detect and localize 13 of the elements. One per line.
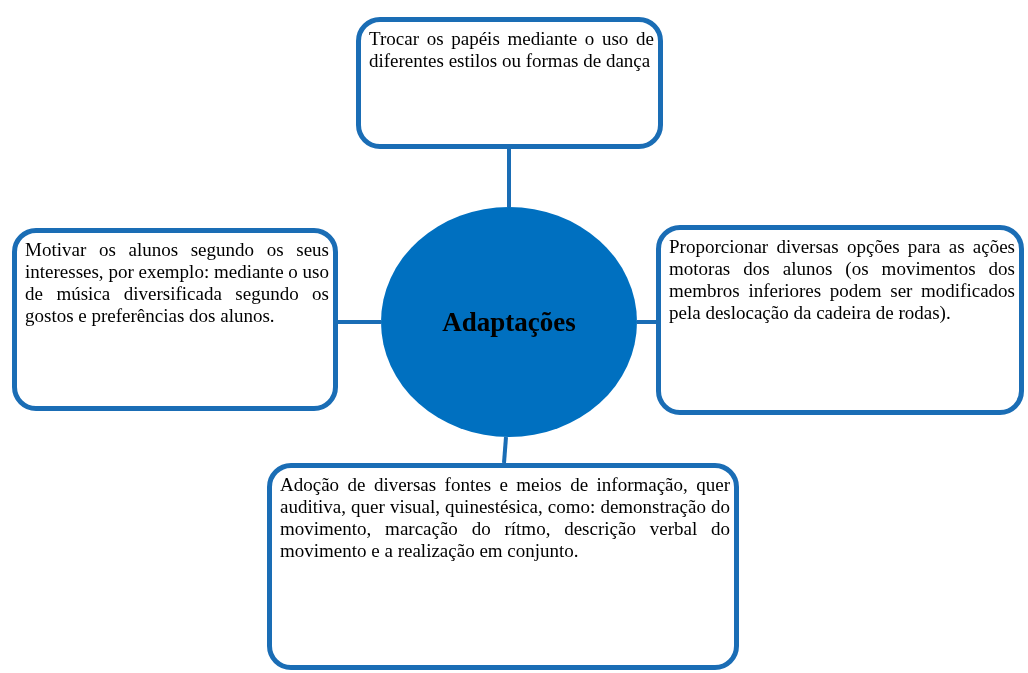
text-box bbox=[12, 228, 338, 411]
text-box bbox=[656, 225, 1024, 415]
connector-line bbox=[502, 436, 508, 464]
text-box bbox=[356, 17, 663, 149]
connector-line bbox=[338, 320, 381, 324]
text-box bbox=[267, 463, 739, 670]
center-label: Adaptações bbox=[442, 306, 576, 338]
box-text: Trocar os papéis mediante o uso de diferentes estilos ou formas de dança bbox=[369, 28, 654, 72]
box-text: Proporcionar diversas opções para as ações motoras dos alunos (os movimentos dos membros inferiores podem ser modificados pela deslocação da cadeira de rodas). bbox=[669, 236, 1015, 324]
box-text: Motivar os alunos segundo os seus interesses, por exemplo: mediante o uso de música diversificada segundo os gostos e preferências dos alunos. bbox=[25, 239, 329, 327]
box-text: Adoção de diversas fontes e meios de informação, quer auditiva, quer visual, quinestésica, como: demonstração do movimento, marcação do rítmo, descrição verbal do movimento e a realização em conjunto. bbox=[280, 474, 730, 562]
connector-line bbox=[507, 149, 511, 207]
connector-line bbox=[637, 320, 656, 324]
